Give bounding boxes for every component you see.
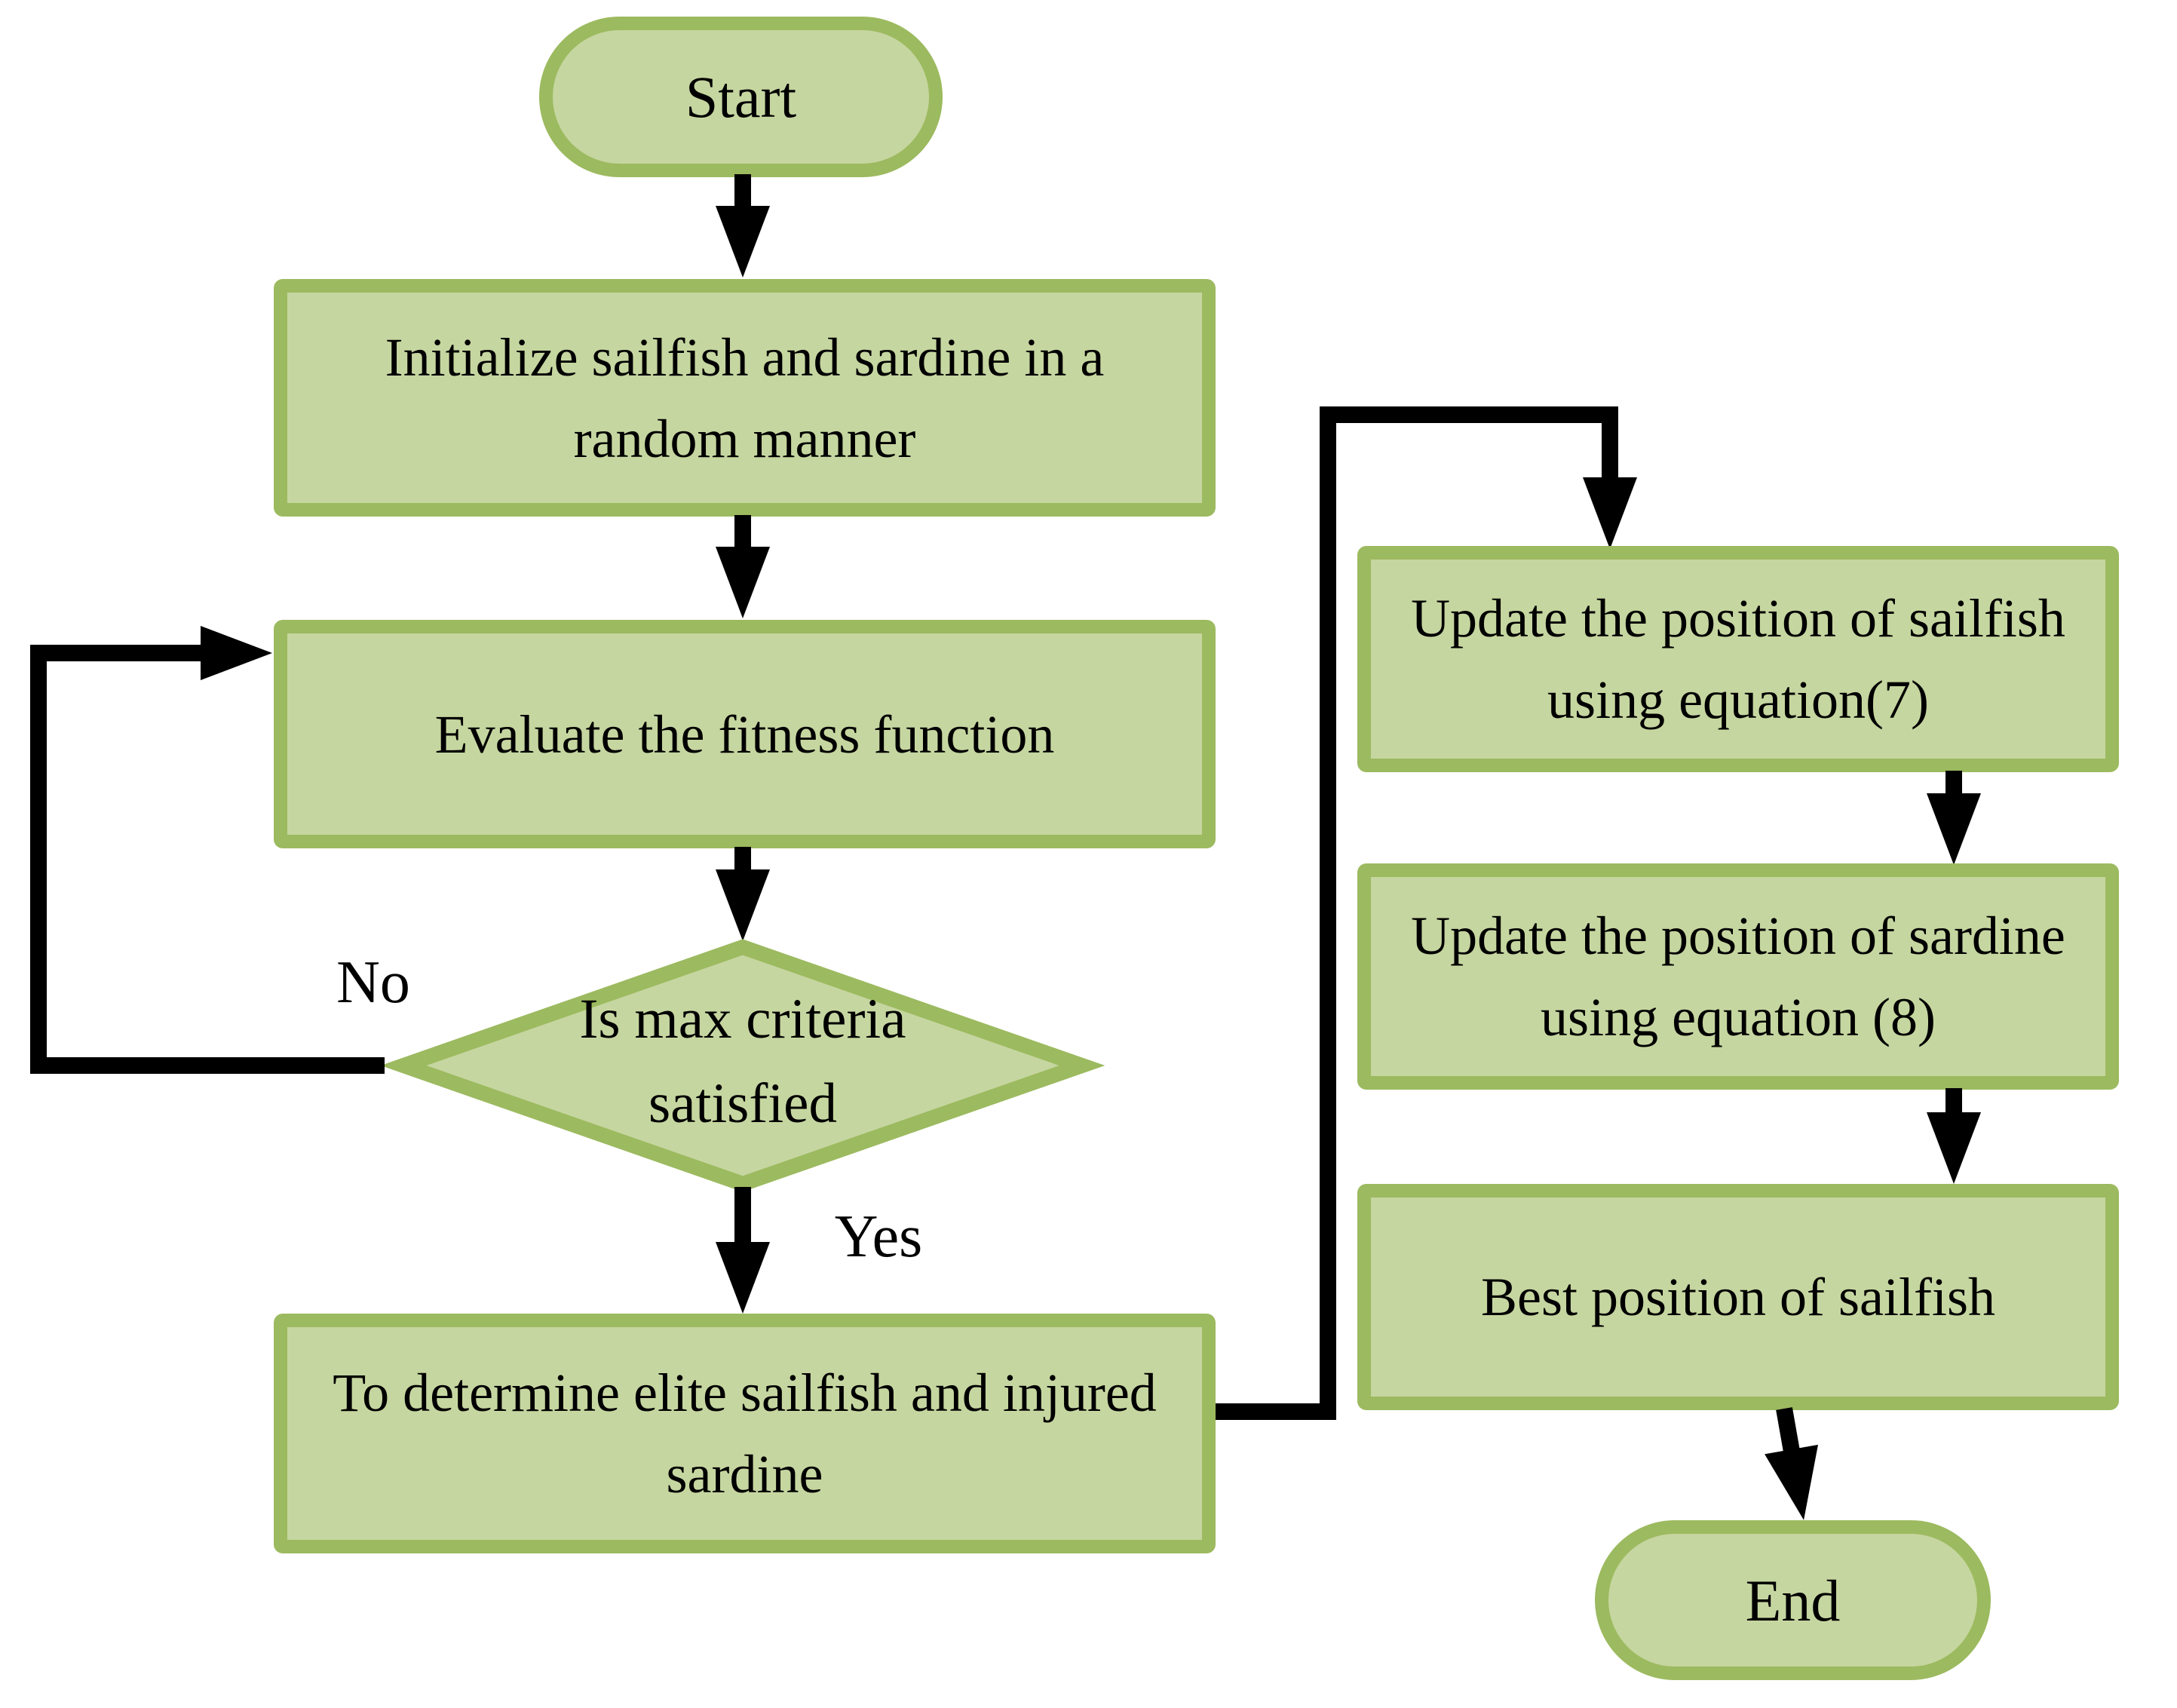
node-decision-label-line2: satisfied: [649, 1072, 837, 1135]
decision-diamond-polygon: [380, 939, 1105, 1192]
no-loop-bottom-segment: [30, 1057, 385, 1074]
connector-determine-vertical-segment: [1320, 406, 1336, 1420]
node-update-sardine-label: Update the position of sardine using equ…: [1411, 906, 2065, 1047]
connector-determine-top-segment: [1320, 406, 1618, 423]
arrow-sardine-to-best-head: [1927, 1112, 1981, 1184]
arrow-sailfish-to-sardine-head: [1927, 793, 1981, 865]
node-evaluate: Evaluate the fitness function: [274, 620, 1216, 848]
arrow-sardine-to-best-shaft: [1946, 1088, 1962, 1117]
node-start: Start: [539, 17, 943, 177]
arrow-evaluate-to-decision-head: [716, 869, 770, 941]
node-evaluate-label: Evaluate the fitness function: [434, 704, 1055, 765]
arrow-decision-to-determine-shaft: [734, 1187, 751, 1249]
edge-label-yes: Yes: [834, 1204, 923, 1270]
connector-determine-horizontal-segment: [1216, 1403, 1336, 1420]
node-update-sardine: Update the position of sardine using equ…: [1357, 863, 2119, 1090]
no-loop-arrowhead: [201, 626, 272, 680]
connector-determine-arrowhead: [1583, 477, 1637, 549]
arrow-best-to-end-head: [1765, 1444, 1831, 1525]
no-loop-vertical-segment: [30, 645, 47, 1074]
node-start-label: Start: [685, 64, 797, 130]
node-decision: Is max criteria satisfied: [517, 977, 969, 1146]
arrow-initialize-to-evaluate-shaft: [734, 515, 751, 553]
edge-label-no: No: [336, 949, 410, 1016]
arrow-decision-to-determine-head: [716, 1242, 770, 1314]
node-initialize-label: Initialize sailfish and sardine in a ran…: [385, 327, 1105, 469]
node-determine: To determine elite sailfish and injured …: [274, 1314, 1216, 1553]
node-update-sailfish: Update the position of sailfish using eq…: [1357, 546, 2119, 772]
node-determine-label: To determine elite sailfish and injured …: [333, 1363, 1157, 1504]
node-end: End: [1595, 1520, 1991, 1680]
node-decision-label-line1: Is max criteria: [579, 988, 906, 1050]
node-end-label: End: [1745, 1567, 1841, 1633]
node-initialize: Initialize sailfish and sardine in a ran…: [274, 279, 1216, 517]
arrow-start-to-initialize-shaft: [734, 174, 751, 213]
arrow-best-to-end: [1758, 1404, 1831, 1525]
node-best-position: Best position of sailfish: [1357, 1184, 2119, 1410]
arrow-start-to-initialize-head: [716, 206, 770, 278]
node-decision-shape: [380, 939, 1105, 1192]
node-best-position-label: Best position of sailfish: [1481, 1267, 1995, 1327]
node-update-sailfish-label: Update the position of sailfish using eq…: [1411, 588, 2065, 730]
connector-determine-drop-segment: [1602, 406, 1618, 483]
arrow-initialize-to-evaluate-head: [716, 547, 770, 618]
no-loop-top-segment: [30, 645, 222, 661]
